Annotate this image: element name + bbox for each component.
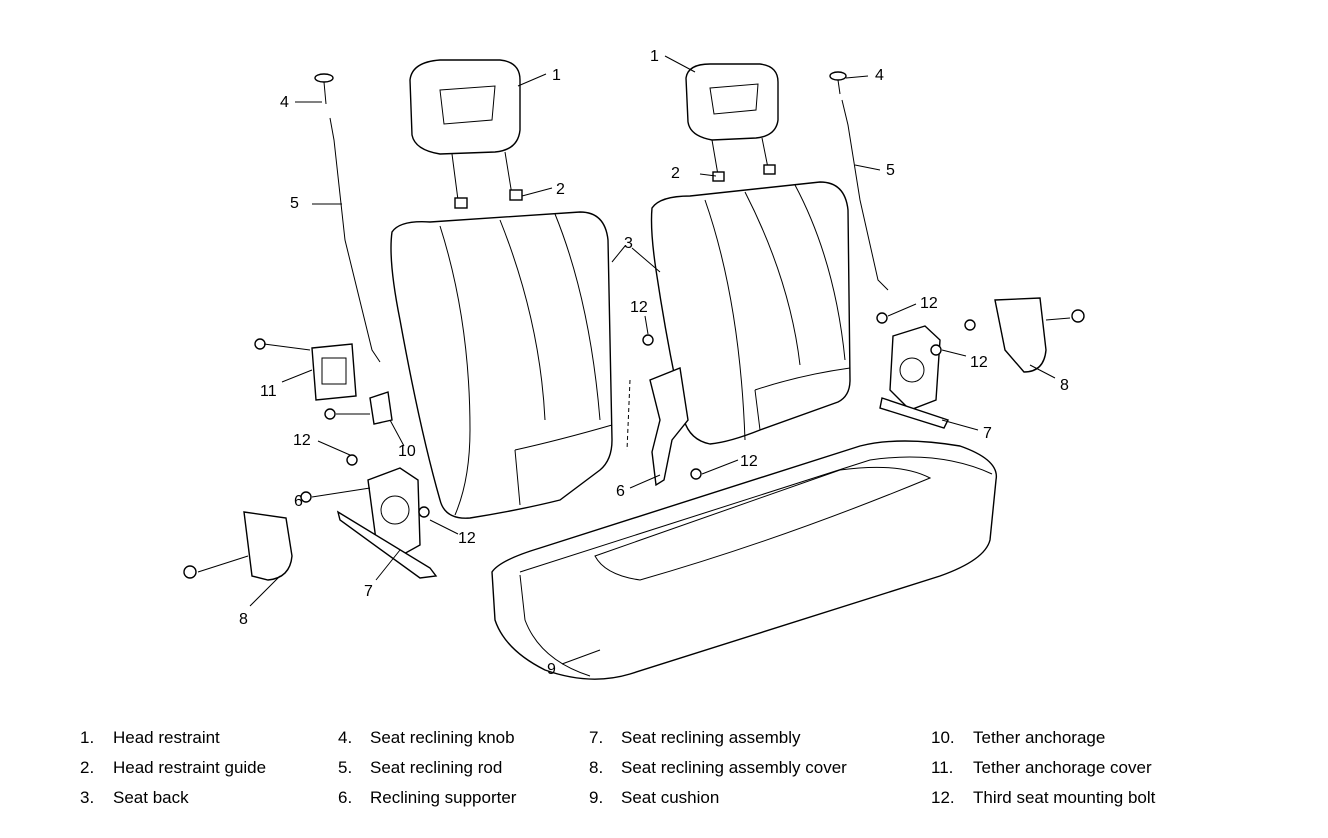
legend-number: 12.	[931, 788, 955, 807]
legend-number: 4.	[338, 728, 353, 747]
legend-item: 2. Head restraint guide	[80, 758, 266, 778]
callout-4-right: 4	[875, 67, 884, 84]
right-reclining-assembly	[879, 325, 949, 429]
callout-8-left: 8	[239, 611, 248, 628]
callout-5-left: 5	[290, 195, 299, 212]
legend-item: 12. Third seat mounting bolt	[931, 788, 1155, 808]
callout-12-f: 12	[970, 354, 988, 371]
legend-item: 3. Seat back	[80, 788, 189, 808]
right-head-restraint	[685, 63, 779, 182]
callout-10: 10	[398, 443, 416, 460]
tether-anchorage	[369, 391, 393, 425]
leader-lines	[197, 55, 1071, 665]
left-reclining-rod	[314, 73, 381, 363]
callout-6-left: 6	[294, 493, 303, 510]
legend-label: Head restraint guide	[113, 758, 267, 777]
callout-8-right: 8	[1060, 377, 1069, 394]
legend-item: 4. Seat reclining knob	[338, 728, 515, 748]
callout-9: 9	[547, 661, 556, 678]
legend-label: Seat reclining knob	[370, 728, 515, 747]
callout-2-right: 2	[671, 165, 680, 182]
legend-item: 9. Seat cushion	[589, 788, 719, 808]
left-reclining-cover	[243, 511, 293, 581]
legend-number: 1.	[80, 728, 95, 747]
reclining-supporter	[626, 367, 689, 487]
left-seat-back	[390, 211, 613, 519]
bolts	[183, 309, 1085, 579]
parts-legend: 1.Head restraint 2.Head restraint guide …	[0, 726, 1328, 826]
callout-12-a: 12	[630, 299, 648, 316]
legend-number: 7.	[589, 728, 604, 747]
legend-item: 1. Head restraint	[80, 728, 220, 748]
callout-4-left: 4	[280, 94, 289, 111]
callout-12-c: 12	[458, 530, 476, 547]
legend-number: 5.	[338, 758, 353, 777]
legend-item: 10. Tether anchorage	[931, 728, 1105, 748]
legend-number: 3.	[80, 788, 95, 807]
right-seat-back	[650, 181, 851, 445]
callout-1-left: 1	[552, 67, 561, 84]
tether-anchorage-cover	[311, 343, 357, 401]
legend-number: 6.	[338, 788, 353, 807]
callout-12-b: 12	[293, 432, 311, 449]
callout-11: 11	[260, 383, 277, 400]
legend-label: Third seat mounting bolt	[973, 788, 1156, 807]
legend-number: 2.	[80, 758, 95, 777]
legend-item: 8. Seat reclining assembly cover	[589, 758, 847, 778]
legend-item: 11. Tether anchorage cover	[931, 758, 1152, 778]
legend-label: Tether anchorage	[973, 728, 1106, 747]
callout-7-left: 7	[364, 583, 373, 600]
callout-1-right: 1	[650, 48, 659, 65]
callout-7-right: 7	[983, 425, 992, 442]
right-reclining-rod	[829, 71, 889, 291]
left-head-restraint	[409, 59, 523, 209]
callout-12-e: 12	[920, 295, 938, 312]
legend-label: Head restraint	[113, 728, 220, 747]
callout-6-right: 6	[616, 483, 625, 500]
legend-number: 9.	[589, 788, 604, 807]
legend-label: Seat reclining assembly	[621, 728, 801, 747]
legend-item: 6. Reclining supporter	[338, 788, 516, 808]
legend-item: 5. Seat reclining rod	[338, 758, 502, 778]
legend-item: 7. Seat reclining assembly	[589, 728, 801, 748]
callout-12-d: 12	[740, 453, 758, 470]
legend-label: Seat reclining assembly cover	[621, 758, 847, 777]
seat-exploded-diagram: 4 1 2 5 3 12 11 10 12 6 12 7 8 9 6 12 1 …	[183, 48, 1085, 680]
callouts: 4 1 2 5 3 12 11 10 12 6 12 7 8 9 6 12 1 …	[239, 48, 1069, 678]
legend-label: Reclining supporter	[370, 788, 517, 807]
legend-label: Tether anchorage cover	[973, 758, 1152, 777]
legend-number: 10.	[931, 728, 955, 747]
callout-5-right: 5	[886, 162, 895, 179]
legend-number: 8.	[589, 758, 604, 777]
right-reclining-cover	[994, 297, 1047, 373]
callout-3: 3	[624, 235, 633, 252]
legend-label: Seat reclining rod	[370, 758, 503, 777]
seat-cushion	[491, 440, 998, 680]
left-reclining-assembly	[336, 467, 438, 579]
callout-2-left: 2	[556, 181, 565, 198]
legend-label: Seat back	[113, 788, 189, 807]
legend-label: Seat cushion	[621, 788, 720, 807]
legend-number: 11.	[931, 758, 954, 777]
